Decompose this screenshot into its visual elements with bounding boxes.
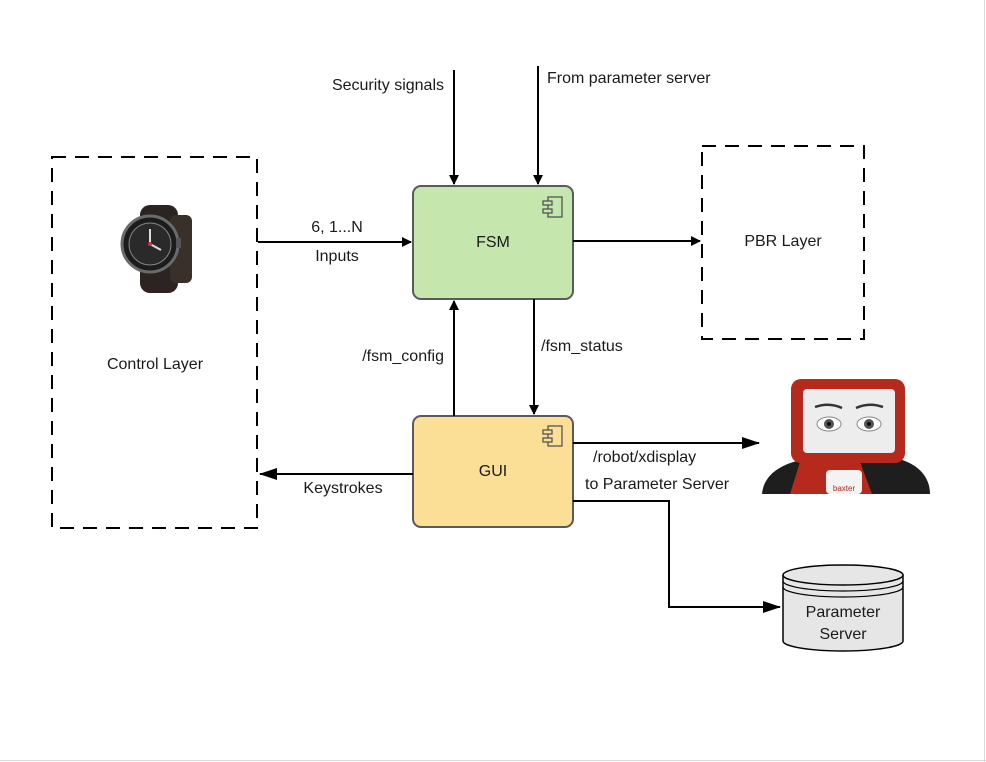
edge-label-inputs-count: 6, 1...N (311, 219, 363, 236)
parameter-server-label-line2: Server (819, 626, 867, 643)
edge-label-inputs: Inputs (315, 248, 359, 265)
fsm-box (412, 185, 574, 300)
edge-security-signals: Security signals (332, 70, 459, 185)
edge-label-security-signals: Security signals (332, 77, 444, 94)
edge-label-to-parameter-server: to Parameter Server (585, 476, 730, 493)
gui-label: GUI (479, 463, 507, 480)
control-layer-label: Control Layer (107, 356, 204, 373)
edge-inputs: 6, 1...N Inputs (258, 219, 412, 265)
bottom-border (0, 760, 986, 761)
edge-label-fsm-config: /fsm_config (362, 348, 444, 365)
parameter-server-label-line1: Parameter (806, 604, 881, 621)
fsm-node: FSM (412, 185, 574, 300)
edge-robot-xdisplay: /robot/xdisplay (573, 437, 760, 466)
smartwatch-icon (120, 205, 192, 293)
gui-box (412, 415, 574, 528)
edge-label-fsm-status: /fsm_status (541, 338, 623, 355)
component-icon (542, 196, 563, 218)
gui-node: GUI (412, 415, 574, 528)
edge-label-from-parameter-server: From parameter server (547, 70, 711, 87)
pbr-layer-label: PBR Layer (744, 233, 822, 250)
control-layer-node: Control Layer (51, 156, 258, 529)
edge-keystrokes: Keystrokes (259, 468, 413, 497)
edge-label-keystrokes: Keystrokes (303, 480, 382, 497)
edge-fsm-config: /fsm_config (362, 300, 459, 416)
parameter-server-node: Parameter Server (782, 564, 904, 652)
pbr-layer-node: PBR Layer (701, 145, 865, 340)
component-icon (542, 425, 563, 447)
robot-badge-text: baxter (833, 484, 856, 493)
baxter-robot-icon: baxter (762, 379, 930, 494)
edge-to-parameter-server: to Parameter Server (573, 476, 781, 613)
fsm-label: FSM (476, 234, 510, 251)
edge-label-robot-xdisplay: /robot/xdisplay (593, 449, 696, 466)
edge-from-parameter-server: From parameter server (533, 66, 711, 185)
edge-fsm-status: /fsm_status (529, 299, 623, 415)
right-border (984, 0, 985, 762)
